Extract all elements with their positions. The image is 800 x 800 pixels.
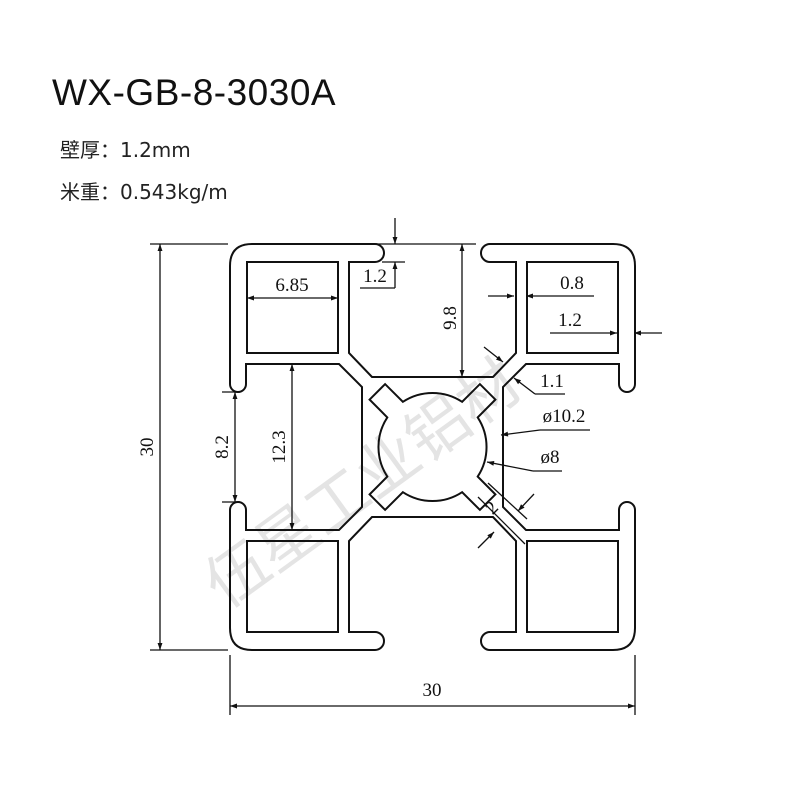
- weight-spec: 米重：0.543kg/m: [60, 176, 228, 205]
- dim-diagonal-web: 2: [481, 497, 503, 519]
- dim-slot-depth: 9.8: [440, 306, 461, 330]
- quadrant-bottom-right: [431, 446, 636, 651]
- dim-inner-slot-height: 12.3: [269, 430, 290, 463]
- dim-outer-diameter: ø10.2: [543, 406, 586, 427]
- dimension-labels: 30 30 8.2 12.3 6.85 1.2 9.8 0.8 1.2 1.1 …: [137, 266, 585, 701]
- wall-thickness-value: 1.2mm: [120, 138, 191, 162]
- weight-label: 米重：: [60, 180, 120, 204]
- dimension-lines: [150, 218, 662, 715]
- weight-value: 0.543kg/m: [120, 180, 228, 204]
- dim-chamfer-web: 1.1: [540, 371, 564, 392]
- profile-outline: [229, 243, 636, 651]
- dim-width: 30: [423, 680, 442, 701]
- dim-slot-lip: 0.8: [560, 273, 584, 294]
- dim-side-wall: 1.2: [558, 310, 582, 331]
- center-bore: [368, 382, 497, 512]
- wall-thickness-label: 壁厚：: [60, 138, 120, 162]
- dim-inner-diameter: ø8: [541, 447, 560, 468]
- dim-height: 30: [137, 438, 158, 457]
- dim-slot-opening: 8.2: [212, 435, 233, 459]
- wall-thickness-spec: 壁厚：1.2mm: [60, 134, 191, 163]
- dim-top-wall: 1.2: [363, 266, 387, 287]
- dim-cavity-width: 6.85: [275, 275, 308, 296]
- profile-model-title: WX-GB-8-3030A: [52, 72, 337, 113]
